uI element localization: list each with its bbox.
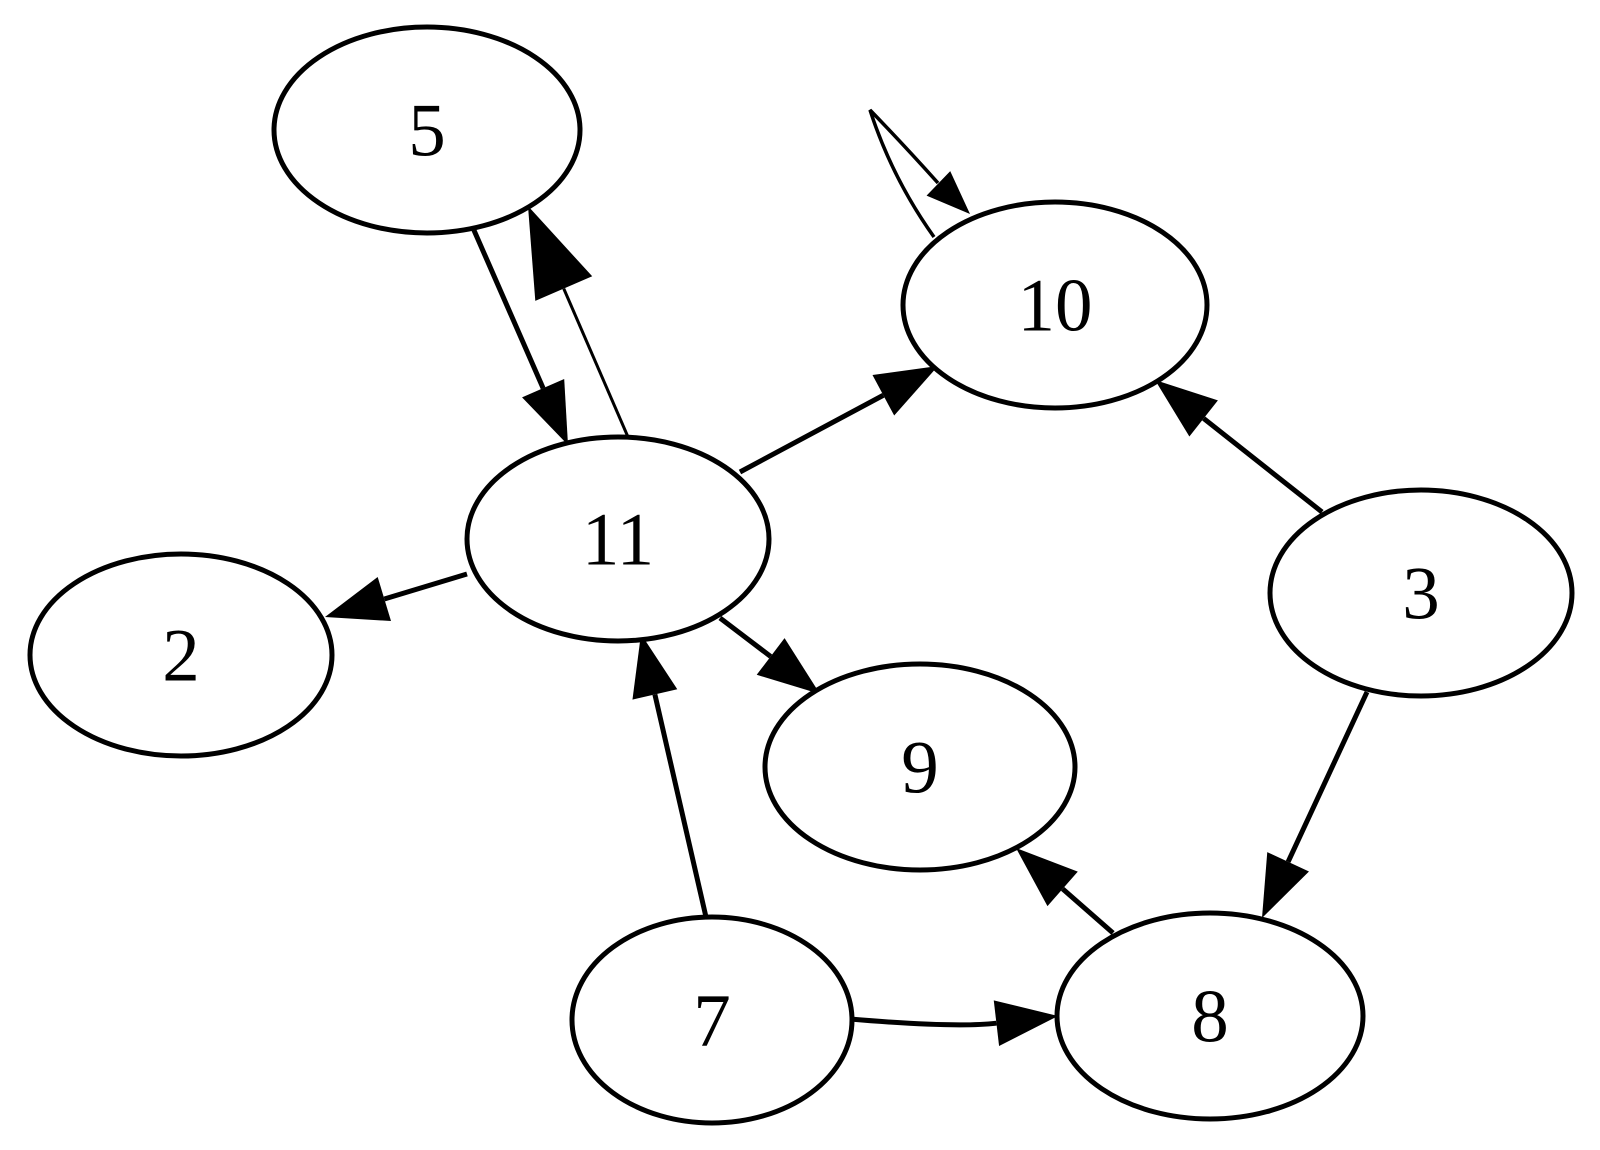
edge-11-2 — [325, 571, 468, 622]
edge-11-10 — [738, 366, 938, 475]
node-label: 2 — [162, 615, 200, 698]
edge-8-9 — [1016, 848, 1115, 935]
node-ellipse — [27, 551, 335, 759]
arrowhead-icon — [872, 366, 938, 416]
arrowhead-icon — [993, 1000, 1058, 1047]
edge-line — [383, 571, 468, 602]
edge-line — [718, 616, 773, 659]
node-8: 8 — [1054, 910, 1366, 1122]
node-ellipse — [900, 199, 1210, 411]
edge-line — [849, 1016, 997, 1028]
edge-10-10-selfloop — [868, 108, 970, 239]
node-label: 3 — [1402, 553, 1440, 636]
node-11: 11 — [464, 434, 772, 644]
arrowhead-icon — [522, 378, 568, 445]
edge-7-11 — [632, 634, 709, 918]
node-label: 5 — [408, 90, 446, 173]
edge-11-5 — [528, 206, 630, 438]
edge-line — [868, 108, 940, 239]
edge-line — [738, 393, 885, 475]
node-2: 2 — [27, 551, 335, 759]
node-ellipse — [464, 434, 772, 644]
edge-line — [1285, 690, 1370, 863]
edge-5-11 — [470, 226, 568, 445]
edge-line — [1202, 416, 1324, 514]
node-7: 7 — [569, 914, 855, 1126]
arrowhead-icon — [1262, 852, 1309, 918]
node-ellipse — [1054, 910, 1366, 1122]
node-label: 8 — [1191, 976, 1229, 1059]
arrowhead-icon — [632, 634, 678, 700]
node-ellipse — [762, 661, 1078, 873]
node-label: 7 — [693, 980, 731, 1063]
arrowhead-icon — [1155, 380, 1218, 437]
edge-11-9 — [718, 616, 820, 694]
node-3: 3 — [1267, 487, 1575, 699]
node-label: 11 — [582, 499, 654, 582]
edge-3-8 — [1262, 690, 1370, 918]
edge-line — [1060, 886, 1115, 935]
edge-3-10 — [1155, 380, 1324, 514]
arrowhead-icon — [1016, 848, 1078, 907]
edge-line — [470, 226, 546, 390]
node-ellipse — [569, 914, 855, 1126]
node-9: 9 — [762, 661, 1078, 873]
node-5: 5 — [271, 24, 583, 236]
arrowhead-icon — [528, 206, 593, 301]
node-10: 10 — [900, 199, 1210, 411]
arrowhead-icon — [926, 171, 970, 214]
edge-7-8 — [849, 1000, 1058, 1047]
arrowhead-icon — [325, 577, 392, 622]
node-ellipse — [271, 24, 583, 236]
edge-line — [562, 287, 630, 438]
node-label: 9 — [901, 727, 939, 810]
node-label: 10 — [1018, 265, 1093, 348]
arrowhead-icon — [756, 638, 820, 694]
node-ellipse — [1267, 487, 1575, 699]
edge-line — [652, 693, 709, 918]
